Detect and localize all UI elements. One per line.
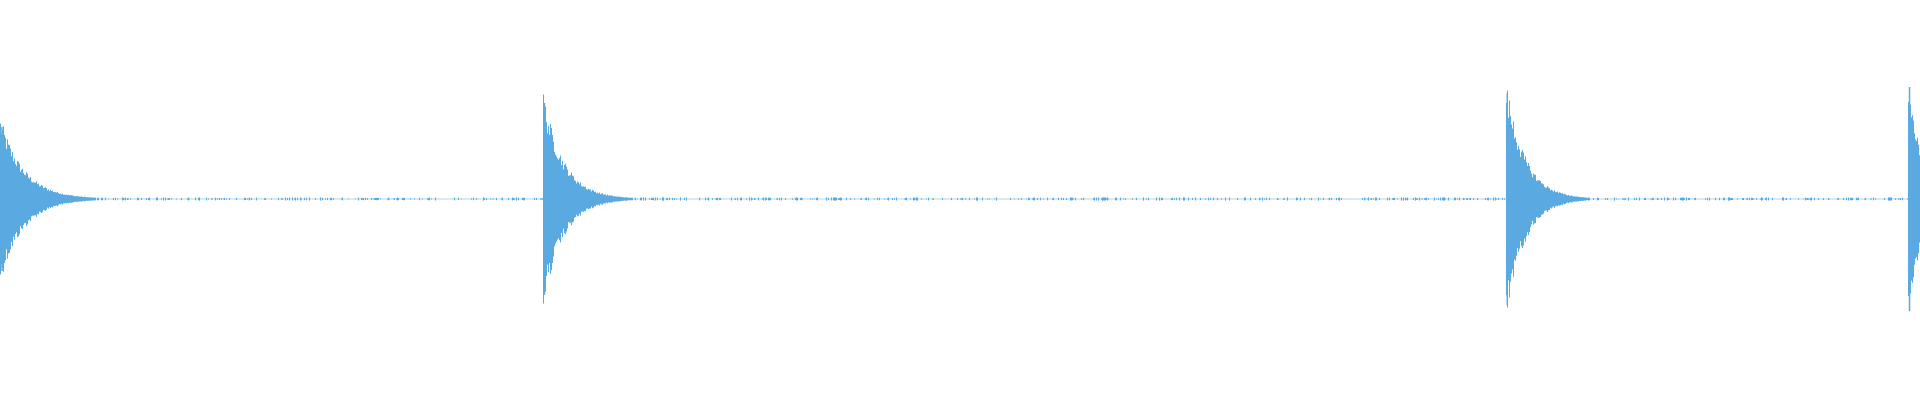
waveform-samples <box>0 90 1920 308</box>
